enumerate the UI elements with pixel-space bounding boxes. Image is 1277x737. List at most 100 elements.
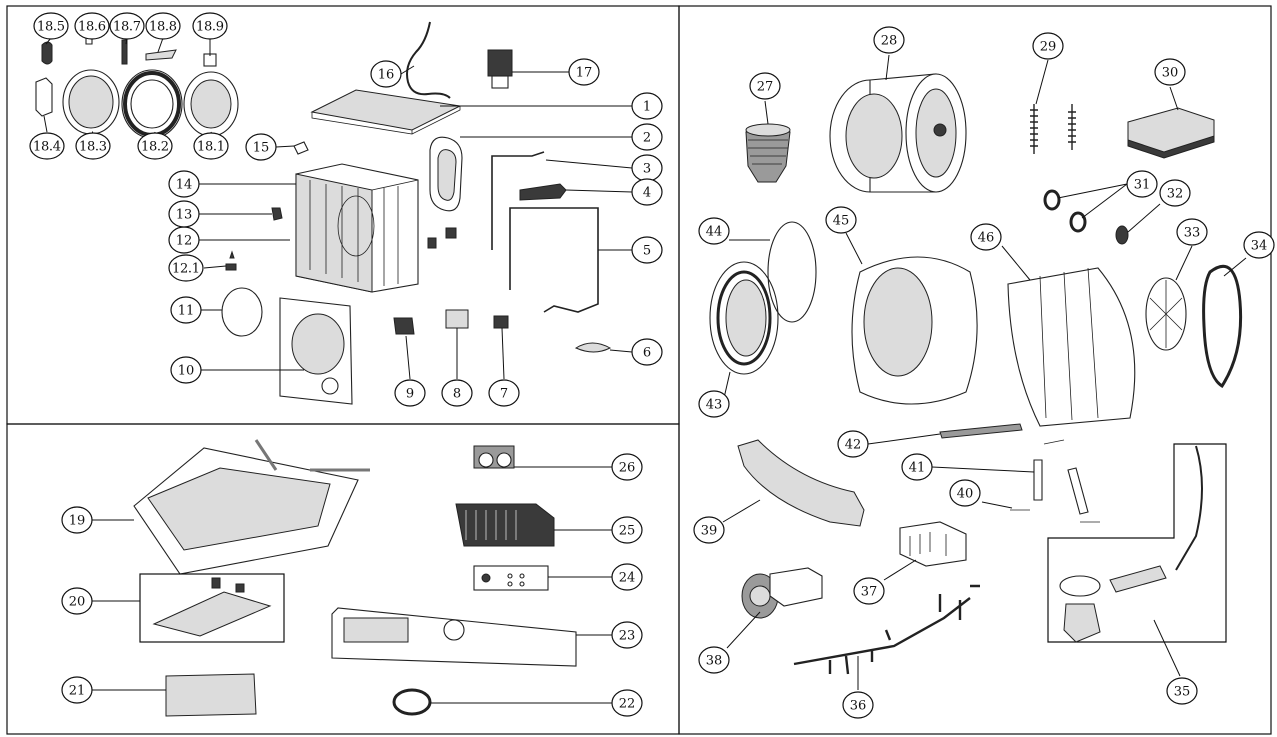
callout-39: 39: [693, 516, 725, 544]
callout-circle: [168, 170, 200, 198]
callout-circle: [970, 223, 1002, 251]
callout-32: 32: [1159, 179, 1191, 207]
callout-circle: [74, 12, 110, 40]
callout-circle: [901, 453, 933, 481]
callout-18-1: 18.1: [193, 132, 229, 160]
callout-label: 18.3: [79, 140, 107, 155]
callout-circle: [611, 689, 643, 717]
inlet-hose-drawing: [406, 21, 451, 99]
callout-circle: [698, 646, 730, 674]
callout-circle: [441, 379, 473, 407]
callout-label: 16: [378, 68, 395, 83]
door-lock-drawing: [487, 49, 513, 89]
callout-circle: [1159, 179, 1191, 207]
callout-label: 5: [643, 244, 651, 259]
part-8-drawing: [445, 309, 469, 329]
bellows-drawing: [745, 123, 791, 183]
part-15-drawing: [293, 141, 309, 155]
callout-label: 18.4: [33, 140, 61, 155]
callout-label: 41: [909, 461, 926, 476]
callout-label: 40: [957, 487, 974, 502]
callout-label: 45: [833, 214, 850, 229]
callout-circle: [168, 254, 204, 282]
callout-6: 6: [631, 338, 663, 366]
callout-circle: [193, 132, 229, 160]
callout-label: 8: [453, 387, 461, 402]
callout-circle: [170, 356, 202, 384]
door-ring-drawing: [121, 69, 183, 139]
callout-circle: [631, 236, 663, 264]
callout-circle: [631, 178, 663, 206]
callout-label: 46: [978, 231, 995, 246]
callout-label: 7: [500, 387, 508, 402]
callout-circle: [29, 132, 65, 160]
callout-label: 23: [619, 629, 636, 644]
callout-45: 45: [825, 206, 857, 234]
callout-38: 38: [698, 646, 730, 674]
callout-label: 31: [1134, 178, 1151, 193]
callout-circle: [170, 296, 202, 324]
callout-circle: [853, 577, 885, 605]
tub-front-drawing: [851, 256, 978, 405]
drain-pump-kit-drawing: [1047, 443, 1227, 643]
callout-label: 35: [1174, 685, 1191, 700]
door-seal-drawing: [709, 261, 779, 375]
callout-circle: [61, 587, 93, 615]
callout-17: 17: [568, 58, 600, 86]
callout-label: 12.1: [172, 262, 200, 277]
callout-circle: [1243, 231, 1275, 259]
callout-42: 42: [837, 430, 869, 458]
callout-29: 29: [1032, 32, 1064, 60]
callout-12-1: 12.1: [168, 254, 204, 282]
callout-label: 25: [619, 524, 636, 539]
callout-label: 22: [619, 697, 636, 712]
callout-1: 1: [631, 92, 663, 120]
callout-circle: [611, 563, 643, 591]
callout-28: 28: [873, 26, 905, 54]
callout-2: 2: [631, 123, 663, 151]
belt-drawing: [1202, 264, 1243, 389]
dispenser-housing-drawing: [133, 439, 370, 575]
callout-label: 38: [706, 654, 723, 669]
callout-label: 18.2: [141, 140, 169, 155]
leader-lines: [43, 31, 1247, 704]
callout-label: 18.5: [37, 20, 65, 35]
cabinet-clip-drawing: [427, 227, 457, 249]
callout-23: 23: [611, 621, 643, 649]
main-pcb-drawing: [455, 503, 555, 547]
support-bracket-drawing: [737, 439, 865, 527]
callout-label: 10: [178, 364, 195, 379]
callout-label: 18.8: [149, 20, 177, 35]
callout-22: 22: [611, 689, 643, 717]
callout-18-6: 18.6: [74, 12, 110, 40]
callout-circle: [33, 12, 69, 40]
top-cover-drawing: [310, 89, 462, 131]
callout-26: 26: [611, 453, 643, 481]
o-ring-drawing: [767, 221, 817, 323]
pressure-sensor-drawing: [519, 183, 567, 201]
callout-24: 24: [611, 563, 643, 591]
callout-circle: [192, 12, 228, 40]
callout-circle: [109, 12, 145, 40]
callout-label: 37: [861, 585, 878, 600]
callout-circle: [370, 60, 402, 88]
callout-circle: [394, 379, 426, 407]
callout-circle: [61, 506, 93, 534]
clamp-drawing: [574, 342, 612, 353]
callout-circle: [698, 217, 730, 245]
callout-10: 10: [170, 356, 202, 384]
callout-label: 18.6: [78, 20, 106, 35]
callout-label: 13: [176, 208, 193, 223]
motor-drawing: [899, 521, 967, 567]
callout-7: 7: [488, 379, 520, 407]
callout-19: 19: [61, 506, 93, 534]
callout-8: 8: [441, 379, 473, 407]
callout-31: 31: [1126, 170, 1158, 198]
callout-35: 35: [1166, 677, 1198, 705]
callout-40: 40: [949, 479, 981, 507]
callout-18-2: 18.2: [137, 132, 173, 160]
callout-label: 24: [619, 571, 636, 586]
callout-43: 43: [698, 390, 730, 418]
